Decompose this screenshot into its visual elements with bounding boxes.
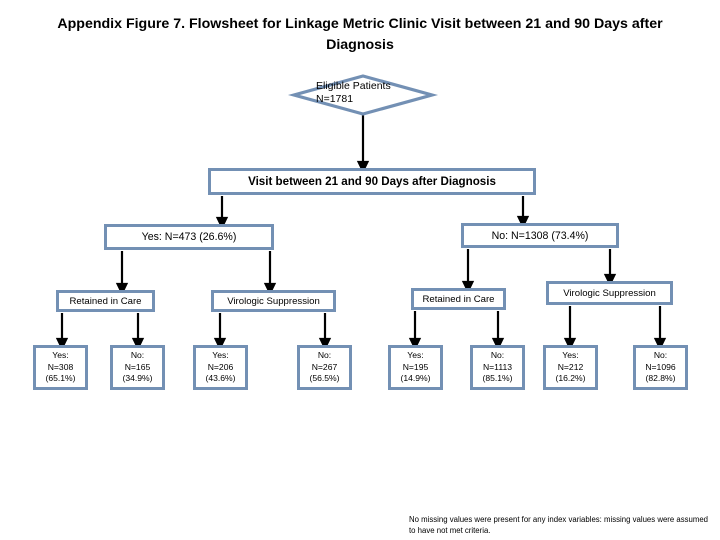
branch-yes-label: Yes: N=473 (26.6%) xyxy=(141,231,237,243)
metric-yes-retained-node: Retained in Care xyxy=(56,290,155,312)
metric-yes-virologic-node: Virologic Suppression xyxy=(211,290,336,312)
branch-no-node: No: N=1308 (73.4%) xyxy=(461,223,619,248)
metric-no-virologic-label: Virologic Suppression xyxy=(563,287,656,299)
question-node: Visit between 21 and 90 Days after Diagn… xyxy=(208,168,536,195)
outcome-label: Yes: N=206 (43.6%) xyxy=(205,350,236,384)
metric-no-virologic-node: Virologic Suppression xyxy=(546,281,673,305)
metric-yes-retained-label: Retained in Care xyxy=(69,295,142,307)
outcome-label: No: N=1113 (85.1%) xyxy=(482,350,513,384)
outcome-label: No: N=1096 (82.8%) xyxy=(645,350,676,384)
metric-yes-virologic-label: Virologic Suppression xyxy=(227,295,320,307)
eligible-patients-node: Eligible Patients N=1781 xyxy=(287,74,439,116)
outcome-label: No: N=267 (56.5%) xyxy=(309,350,340,384)
branch-yes-node: Yes: N=473 (26.6%) xyxy=(104,224,274,250)
branch-no-label: No: N=1308 (73.4%) xyxy=(491,229,589,242)
outcome-label: No: N=165 (34.9%) xyxy=(122,350,153,384)
eligible-patients-label: Eligible Patients N=1781 xyxy=(316,80,391,105)
outcome-node: Yes: N=206 (43.6%) xyxy=(193,345,248,390)
outcome-node: Yes: N=195 (14.9%) xyxy=(388,345,443,390)
outcome-node: Yes: N=212 (16.2%) xyxy=(543,345,598,390)
outcome-label: Yes: N=308 (65.1%) xyxy=(45,350,76,384)
outcome-node: No: N=165 (34.9%) xyxy=(110,345,165,390)
outcome-node: No: N=1096 (82.8%) xyxy=(633,345,688,390)
diamond-shape-icon xyxy=(287,74,439,116)
outcome-node: No: N=267 (56.5%) xyxy=(297,345,352,390)
figure-title: Appendix Figure 7. Flowsheet for Linkage… xyxy=(57,16,663,53)
outcome-node: Yes: N=308 (65.1%) xyxy=(33,345,88,390)
outcome-label: Yes: N=212 (16.2%) xyxy=(555,350,586,384)
metric-no-retained-label: Retained in Care xyxy=(422,293,495,305)
question-label: Visit between 21 and 90 Days after Diagn… xyxy=(248,175,496,188)
metric-no-retained-node: Retained in Care xyxy=(411,288,506,310)
figure-footnote: No missing values were present for any i… xyxy=(409,515,709,535)
outcome-node: No: N=1113 (85.1%) xyxy=(470,345,525,390)
outcome-label: Yes: N=195 (14.9%) xyxy=(400,350,431,384)
